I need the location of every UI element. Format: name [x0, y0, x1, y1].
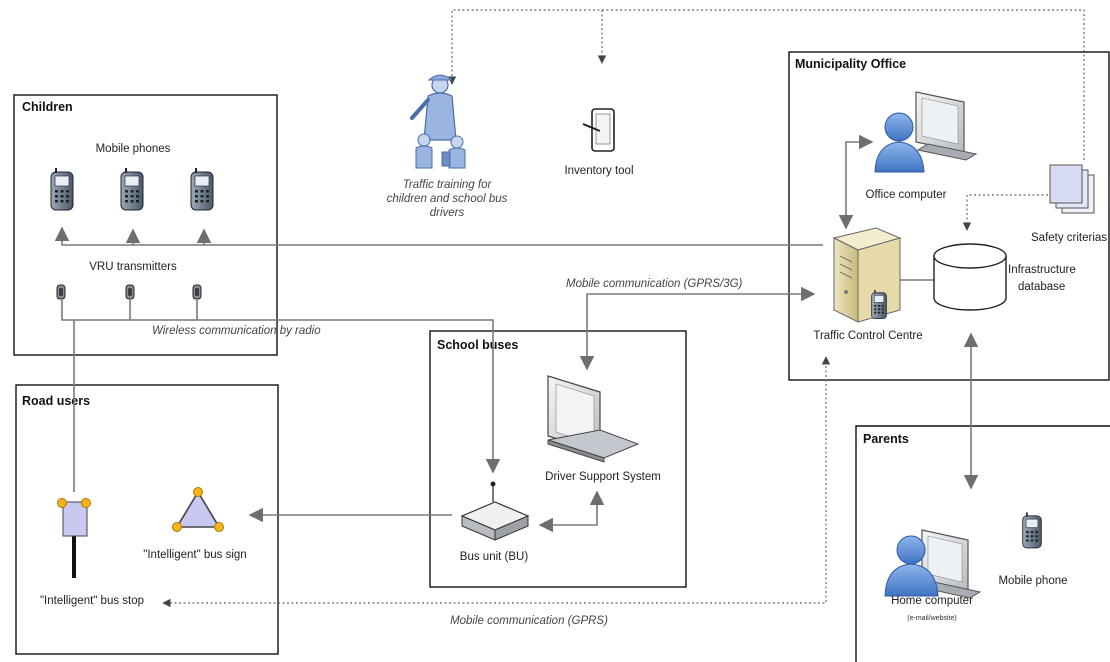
safety-criterias-label: Safety criterias — [1031, 232, 1107, 244]
gprs-3g-label: Mobile communication (GPRS/3G) — [566, 278, 743, 290]
road-users-box — [15, 384, 279, 655]
office-computer-label: Office computer — [866, 189, 947, 201]
traffic-training-label-3: drivers — [430, 207, 465, 219]
vru-transmitter-icon — [192, 284, 202, 300]
intelligent-bus-stop-label: "Intelligent" bus stop — [40, 595, 144, 607]
vru-transmitter-icon — [125, 284, 135, 300]
gprs-label: Mobile communication (GPRS) — [450, 615, 608, 627]
bus-unit-driver-support-link — [538, 490, 605, 533]
mobile-phone-icon — [120, 168, 144, 211]
home-computer-label: Home computer — [891, 595, 973, 607]
traffic-control-centre-icon — [832, 227, 902, 323]
parents-box — [855, 425, 1110, 662]
safety-criterias-icon — [1049, 164, 1095, 214]
inventory-tool-icon — [582, 108, 615, 152]
traffic-training-label-1: Traffic training for — [403, 179, 493, 191]
road-users-title: Road users — [22, 394, 90, 408]
safety-to-training-link — [447, 9, 1085, 160]
office-centre-link — [838, 134, 874, 230]
intelligent-bus-stop-icon — [57, 498, 91, 578]
infrastructure-db-label-1: Infrastructure — [1008, 264, 1076, 276]
children-box — [13, 94, 278, 356]
school-buses-box — [429, 330, 687, 588]
intelligent-bus-sign-label: "Intelligent" bus sign — [143, 549, 246, 561]
gprs-3g-link — [579, 286, 816, 371]
municipality-box — [788, 51, 1110, 381]
children-title: Children — [22, 100, 73, 114]
infrastructure-database-icon — [933, 243, 1007, 311]
parent-mobile-phone-label: Mobile phone — [998, 575, 1067, 587]
parent-mobile-phone-icon — [1021, 512, 1043, 549]
driver-support-monitor-icon — [547, 375, 640, 463]
mobile-phone-icon — [50, 168, 74, 211]
bus-unit-label: Bus unit (BU) — [460, 551, 529, 563]
mobile-phone-icon — [190, 168, 214, 211]
vru-transmitter-icon — [56, 284, 66, 300]
driver-support-system-label: Driver Support System — [545, 471, 661, 483]
infrastructure-db-label-2: database — [1018, 281, 1065, 293]
home-computer-sublabel: (e-mail/website) — [907, 615, 956, 622]
intelligent-bus-sign-icon — [172, 487, 224, 532]
mobile-phones-label: Mobile phones — [96, 143, 171, 155]
school-buses-title: School buses — [437, 338, 518, 352]
gprs-link — [162, 356, 831, 608]
vru-transmitters-label: VRU transmitters — [89, 261, 177, 273]
parents-title: Parents — [863, 432, 909, 446]
office-computer-icon — [874, 91, 978, 173]
bus-unit-icon — [460, 481, 530, 541]
traffic-control-centre-label: Traffic Control Centre — [813, 330, 922, 342]
municipality-title: Municipality Office — [795, 57, 906, 71]
inventory-tool-label: Inventory tool — [564, 165, 633, 177]
teacher-children-icon — [406, 74, 472, 172]
safety-to-database-link — [962, 194, 1048, 231]
centre-to-phones-link — [54, 226, 823, 246]
wireless-radio-label: Wireless communication by radio — [152, 325, 321, 337]
traffic-training-label-2: children and school bus — [387, 193, 508, 205]
home-computer-icon — [884, 529, 982, 599]
